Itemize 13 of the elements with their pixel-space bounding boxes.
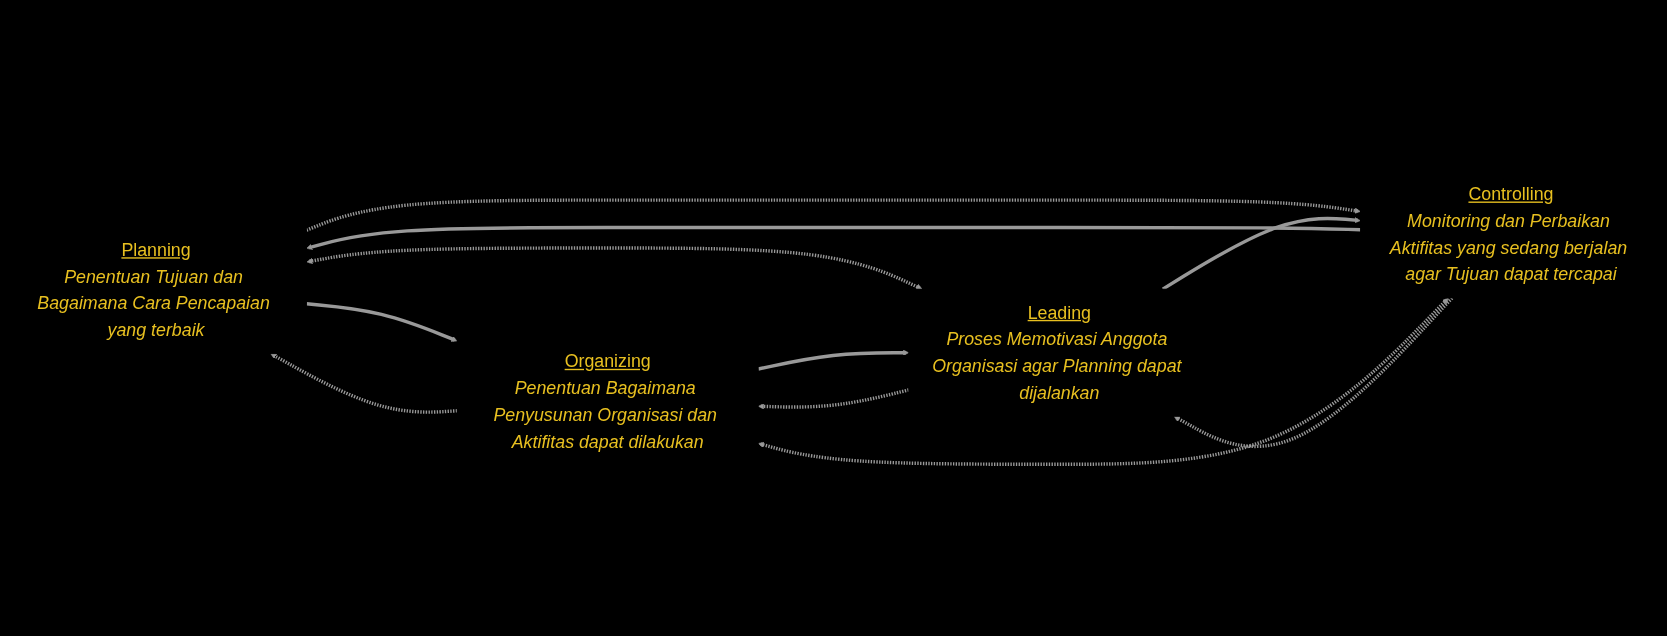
arrow xyxy=(1173,296,1454,449)
arrow xyxy=(306,246,923,290)
node-text: Organizing Penentuan Bagaimana Penyusunan Organisasi dan Aktifitas dapat dilakukan xyxy=(493,351,717,452)
arrow xyxy=(757,297,1449,466)
node-text: Planning Penentuan Tujuan dan Bagaimana Cara Pencapaian yang terbaik xyxy=(37,239,270,341)
arrow xyxy=(757,349,910,371)
node-text: Leading Proses Memotivasi Anggota Organisasi agar Planning dapat dijalankan xyxy=(932,302,1182,403)
arrow xyxy=(757,388,910,410)
arrow xyxy=(306,225,1361,250)
arrow xyxy=(305,198,1361,232)
arrow xyxy=(306,302,458,342)
node-text: Controlling Monitoring dan Perbaikan Aktifitas yang sedang berjalan agar Tujuan dapat tercapai xyxy=(1389,183,1628,285)
arrow xyxy=(1161,216,1361,291)
